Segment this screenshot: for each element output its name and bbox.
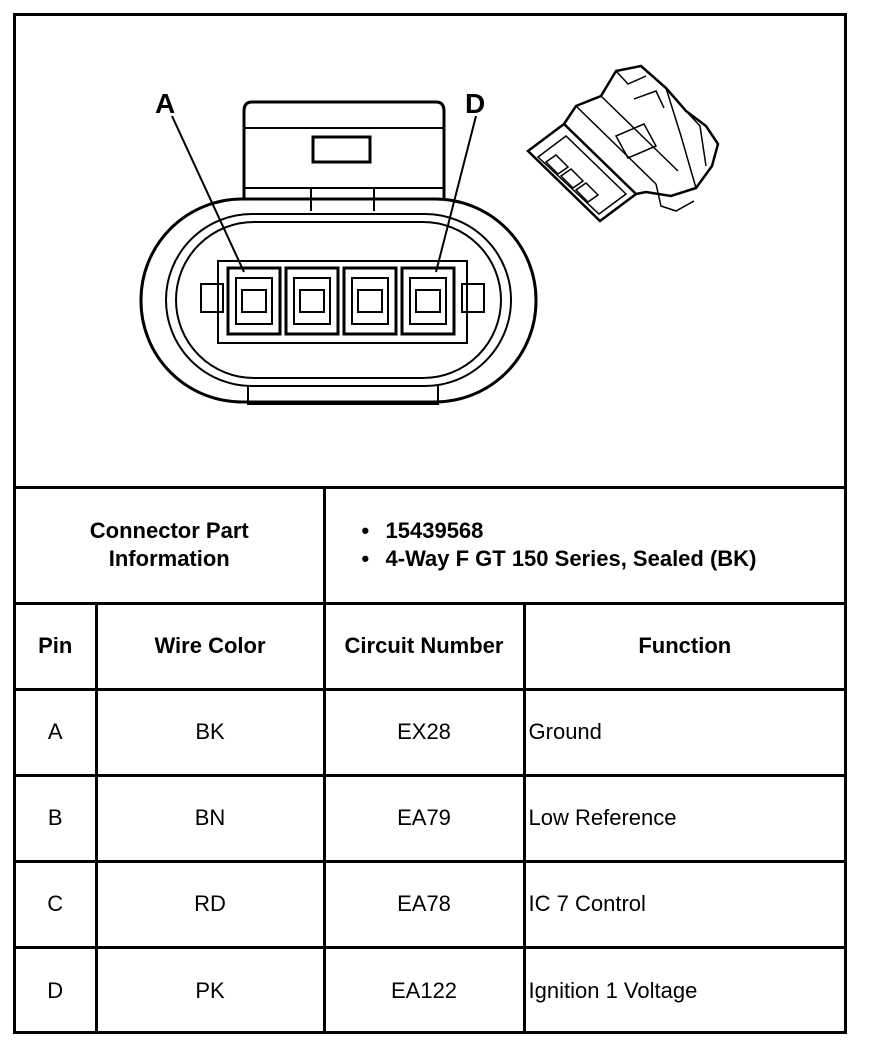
cell-wire-color: RD — [94, 859, 326, 949]
connector-pinout-table: Connector Part Information 15439568 4-Wa… — [16, 489, 845, 1033]
pin-cavities — [226, 266, 456, 336]
housing-seal — [165, 213, 512, 387]
header-pin: Pin — [16, 601, 98, 691]
table-row: B BN EA79 Low Reference — [16, 773, 845, 863]
cell-pin: D — [16, 945, 98, 1033]
cell-pin: C — [16, 859, 98, 949]
cell-circuit-number: EX28 — [322, 687, 526, 777]
table-row: C RD EA78 IC 7 Control — [16, 859, 845, 949]
left-key — [200, 283, 224, 313]
cell-circuit-number: EA78 — [322, 859, 526, 949]
pin-label-a: A — [155, 88, 176, 119]
cell-wire-color: BK — [94, 687, 326, 777]
iso-mating-face — [526, 122, 638, 223]
part-info-row: Connector Part Information 15439568 4-Wa… — [16, 489, 845, 605]
header-circuit-number: Circuit Number — [322, 601, 526, 691]
cell-function: Ignition 1 Voltage — [522, 945, 845, 1033]
cell-function: Ground — [522, 687, 845, 777]
cell-pin: A — [16, 687, 98, 777]
part-number: 15439568 — [362, 517, 845, 545]
part-description: 4-Way F GT 150 Series, Sealed (BK) — [362, 545, 845, 573]
cell-function: Low Reference — [522, 773, 845, 863]
leader-line-a — [171, 115, 245, 273]
pin-label-d: D — [465, 88, 486, 119]
housing-outer — [139, 197, 538, 404]
cell-wire-color: PK — [94, 945, 326, 1033]
part-info-values-cell: 15439568 4-Way F GT 150 Series, Sealed (… — [322, 489, 845, 605]
table-header-row: Pin Wire Color Circuit Number Function — [16, 601, 845, 691]
table-row: A BK EX28 Ground — [16, 687, 845, 777]
cavity-d — [400, 266, 456, 336]
header-wire-color: Wire Color — [94, 601, 326, 691]
table-row: D PK EA122 Ignition 1 Voltage — [16, 945, 845, 1033]
cavity-c — [342, 266, 398, 336]
cavity-a — [226, 266, 282, 336]
cell-pin: B — [16, 773, 98, 863]
cell-function: IC 7 Control — [522, 859, 845, 949]
connector-isometric-view — [526, 64, 720, 223]
connector-sheet: A D Connector Part Information 15439568 … — [13, 13, 847, 1034]
iso-body — [562, 64, 720, 198]
cavity-block — [217, 260, 468, 344]
cell-circuit-number: EA79 — [322, 773, 526, 863]
cell-circuit-number: EA122 — [322, 945, 526, 1033]
part-info-list: 15439568 4-Way F GT 150 Series, Sealed (… — [326, 517, 845, 573]
cavity-b — [284, 266, 340, 336]
connector-figure: A D — [16, 16, 844, 489]
connector-face — [139, 100, 538, 405]
right-key — [461, 283, 485, 313]
cell-wire-color: BN — [94, 773, 326, 863]
leader-line-d — [435, 115, 477, 273]
latch-body — [242, 100, 446, 199]
part-info-label-cell: Connector Part Information — [16, 489, 326, 605]
latch-window — [311, 135, 372, 164]
part-info-label: Connector Part Information — [89, 518, 249, 572]
housing-inner — [175, 221, 502, 379]
connector-drawing — [139, 64, 720, 405]
header-function: Function — [522, 601, 845, 691]
